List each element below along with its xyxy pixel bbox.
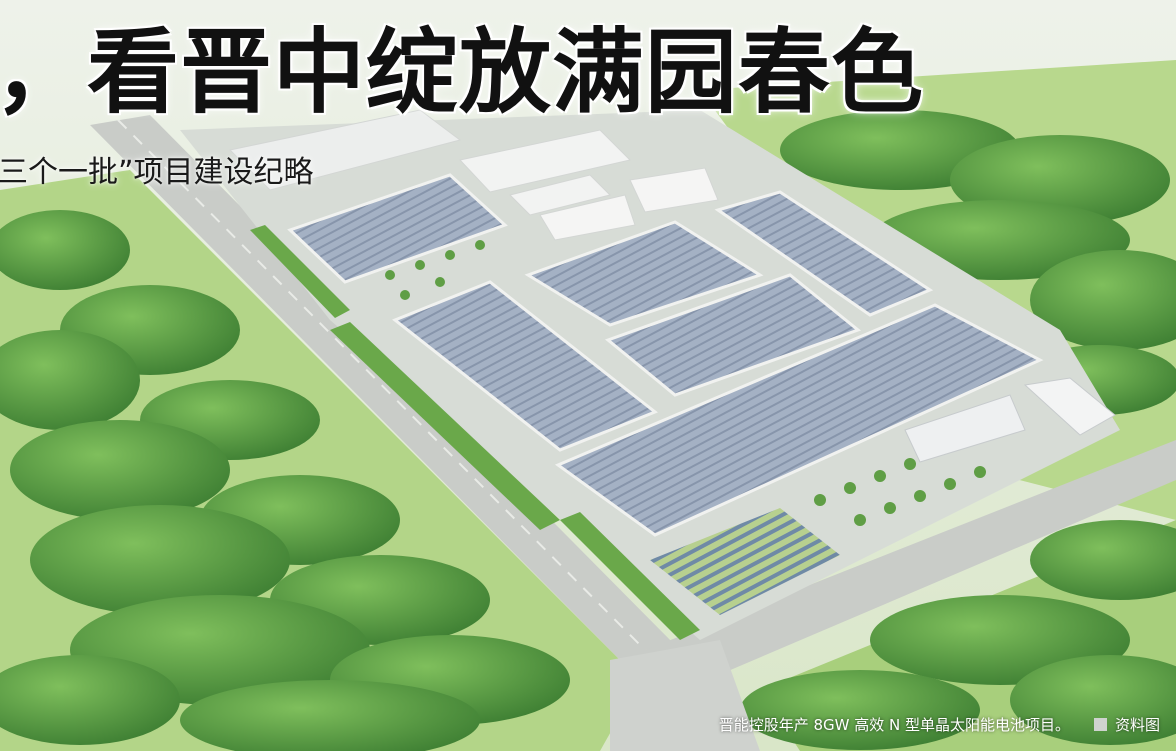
solar-field <box>650 508 840 615</box>
caption-text: 晋能控股年产 8GW 高效 N 型单晶太阳能电池项目。 <box>718 716 1070 734</box>
tree-rows <box>250 225 700 640</box>
intersection <box>610 640 760 751</box>
forest-left <box>0 210 570 751</box>
subheadline: 三个一批”项目建设纪略 <box>0 155 314 190</box>
factory-buildings <box>228 109 1116 537</box>
photo-caption: 晋能控股年产 8GW 高效 N 型单晶太阳能电池项目。 资料图 <box>709 712 1176 737</box>
main-road-left <box>90 115 680 670</box>
parking-trees <box>385 240 986 526</box>
main-road-bottom <box>620 440 1176 700</box>
forest-right <box>740 110 1176 750</box>
caption-credit: 资料图 <box>1114 716 1160 734</box>
square-icon <box>1093 718 1107 731</box>
headline: ，看晋中绽放满园春色 <box>0 19 925 126</box>
